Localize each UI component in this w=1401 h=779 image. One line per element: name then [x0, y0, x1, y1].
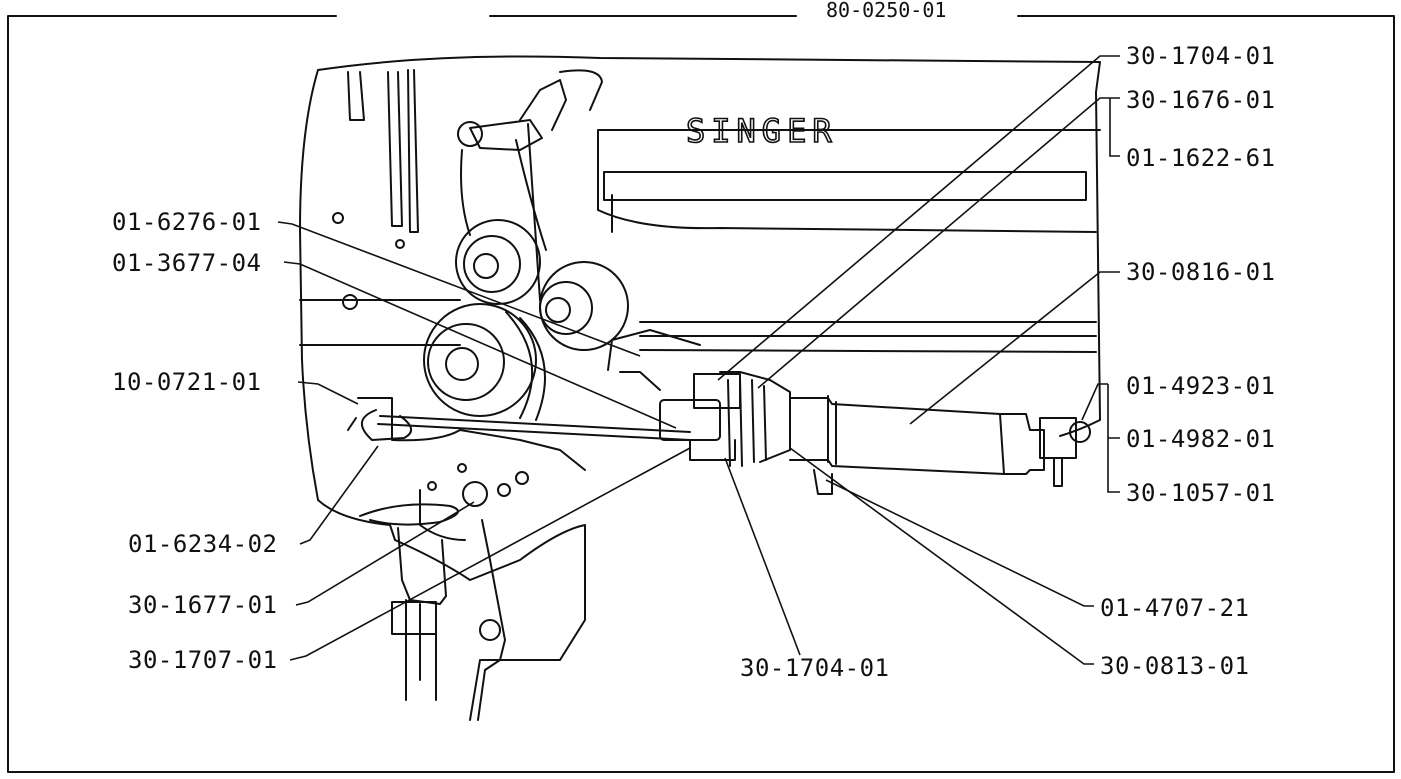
callout-30-0813-01: 30-0813-01 — [1100, 652, 1250, 680]
leader-10-0721-01 — [297, 381, 359, 405]
callout-30-1677-01: 30-1677-01 — [128, 591, 278, 619]
callout-30-1704-01-top: 30-1704-01 — [1126, 42, 1276, 70]
collar-rings — [727, 377, 767, 467]
callout-30-1707-01: 30-1707-01 — [128, 646, 278, 674]
leader-30-1677-01 — [295, 501, 475, 606]
bracket-screw-5 — [427, 481, 437, 491]
bracket-screw-2 — [497, 483, 511, 497]
leader-01-6276-01 — [277, 221, 641, 357]
tension-lower-nut — [445, 347, 479, 381]
foot-screw — [479, 619, 501, 641]
foot-plate — [477, 519, 506, 721]
arm-top-line — [597, 129, 1101, 233]
tension-right-outer — [539, 261, 629, 351]
bracket-screw-4 — [457, 463, 467, 473]
callout-01-6234-02: 01-6234-02 — [128, 530, 278, 558]
leader-30-0816-01 — [909, 271, 1120, 425]
leader-01-6234-02 — [299, 445, 379, 545]
needle-bar — [405, 599, 437, 701]
frame-border — [7, 15, 1395, 773]
bracket-1676-1622 — [1109, 98, 1120, 157]
leader-30-0813-01 — [789, 447, 1094, 665]
bracket-screw-3 — [515, 471, 529, 485]
screw-hole-c — [342, 294, 358, 310]
slot-2 — [387, 71, 403, 227]
tension-lower-outer — [423, 303, 537, 417]
thread-tube — [607, 329, 701, 391]
header-part-number: 80-0250-01 — [826, 0, 947, 22]
end-block — [1039, 417, 1077, 459]
slide-housing — [693, 373, 741, 409]
cylinder-end — [999, 413, 1045, 475]
callout-01-1622-61: 01-1622-61 — [1126, 144, 1276, 172]
guide-arm — [460, 123, 547, 301]
needle-clamp — [391, 601, 437, 635]
screw-hole-b — [395, 239, 405, 249]
callout-01-4982-01: 01-4982-01 — [1126, 425, 1276, 453]
tension-upper-outer — [455, 219, 541, 305]
leader-30-1676-01 — [757, 97, 1120, 389]
callout-30-0816-01: 30-0816-01 — [1126, 258, 1276, 286]
end-screw — [1069, 421, 1091, 443]
leader-30-1707-01 — [289, 447, 691, 661]
slide-body — [689, 371, 791, 463]
tension-right-nut — [545, 297, 571, 323]
guide-screw — [457, 121, 483, 147]
leader-01-4707-21 — [825, 479, 1094, 607]
clamp-bracket — [813, 469, 833, 495]
callout-01-3677-04: 01-3677-04 — [112, 249, 262, 277]
thread-guide — [469, 69, 603, 151]
end-pin — [1053, 457, 1063, 487]
callout-30-1057-01: 30-1057-01 — [1126, 479, 1276, 507]
slide-block — [659, 399, 721, 441]
tension-upper-nut — [473, 253, 499, 279]
arm-lower-edge — [299, 299, 461, 346]
cylinder-main — [789, 397, 1005, 475]
callout-10-0721-01: 10-0721-01 — [112, 368, 262, 396]
bracket-4923-1057 — [1081, 383, 1120, 493]
leader-30-1704-01-top — [717, 55, 1120, 381]
callout-01-4707-21: 01-4707-21 — [1100, 594, 1250, 622]
tension-upper-mid — [463, 235, 521, 293]
bracket-screw-1 — [462, 481, 488, 507]
callout-01-4923-01: 01-4923-01 — [1126, 372, 1276, 400]
leader-30-1704-01-bottom — [724, 457, 801, 656]
tension-lower-mid — [427, 323, 505, 401]
callout-30-1676-01: 30-1676-01 — [1126, 86, 1276, 114]
front-panel — [603, 171, 1087, 201]
brand-logo: SINGER — [686, 112, 838, 150]
callout-30-1704-01-bottom: 30-1704-01 — [740, 654, 890, 682]
tension-lower-rim — [505, 311, 546, 421]
tension-right-mid — [539, 281, 593, 335]
thread-rod — [377, 415, 691, 441]
machine-head-outline — [299, 55, 1101, 721]
screw-hole-a — [332, 212, 344, 224]
callout-01-6276-01: 01-6276-01 — [112, 208, 262, 236]
arm-rail — [639, 321, 1097, 353]
cylinder-front-ring — [827, 395, 837, 465]
leader-01-3677-04 — [283, 261, 677, 429]
slot-1 — [347, 71, 365, 121]
slot-3 — [407, 69, 419, 233]
